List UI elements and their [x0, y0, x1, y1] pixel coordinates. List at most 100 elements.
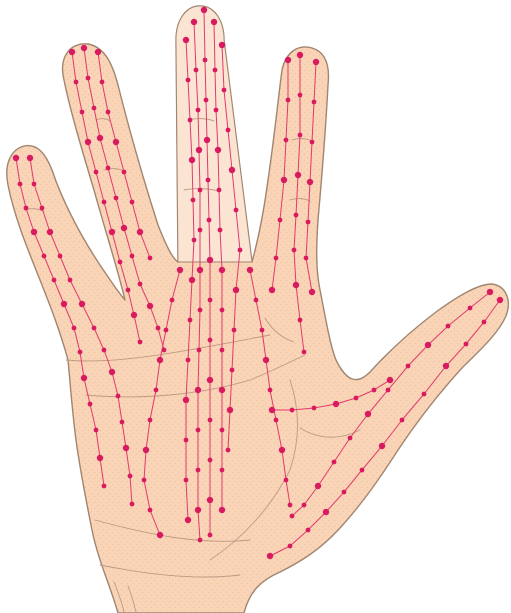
- acupoint-pinky-center-7: [61, 301, 67, 307]
- acupoint-middle-col-4-11: [220, 428, 225, 433]
- acupoint-middle-col-4-8: [220, 308, 225, 313]
- acupoint-index-center-9: [138, 282, 143, 287]
- acupoint-middle-col-1-6: [192, 238, 197, 243]
- acupoint-middle-col-3-4: [204, 137, 210, 143]
- acupoint-pinky-edge-1: [27, 155, 33, 161]
- acupoint-thumb-center-11: [302, 503, 307, 508]
- acupoint-ring-ulnar-2: [312, 100, 317, 105]
- acupoint-thumb-center-8: [348, 436, 353, 441]
- acupoint-thumb-edge-7: [379, 443, 385, 449]
- acupoint-middle-col-4-9: [220, 348, 225, 353]
- acupoint-thumb-outer-1: [269, 407, 275, 413]
- acupoint-pinky-edge-13: [123, 445, 129, 451]
- acupoint-middle-col-2-6: [198, 228, 203, 233]
- acupoint-middle-col-3-6: [207, 218, 212, 223]
- acupoint-middle-col-2-10: [195, 387, 201, 393]
- acupoint-index-radial-3: [80, 110, 85, 115]
- acupoint-thumb-center-12: [290, 514, 295, 519]
- acupoint-pinky-edge-15: [130, 502, 135, 507]
- acupoint-palm-midline-left-10: [157, 532, 163, 538]
- acupoint-thumb-center-9: [332, 460, 337, 465]
- acupoint-middle-col-2-12: [196, 468, 201, 473]
- acupoint-index-center-10: [147, 303, 153, 309]
- acupoint-middle-col-3-13: [207, 497, 213, 503]
- acupoint-palm-midline-left-2: [170, 298, 175, 303]
- acupoint-index-radial-6: [102, 200, 107, 205]
- acupoint-middle-col-3-2: [203, 58, 208, 63]
- acupoint-ring-center-2: [298, 93, 303, 98]
- acupoint-middle-col-1-11: [184, 438, 189, 443]
- acupoint-pinky-center-5: [42, 254, 47, 259]
- acupoint-thumb-edge-1: [497, 297, 503, 303]
- acupoint-middle-col-2-2: [194, 68, 199, 73]
- acupoint-middle-col-2-3: [196, 108, 201, 113]
- acupoint-middle-col-4-3: [214, 108, 219, 113]
- acupoint-middle-col-5-3: [226, 128, 231, 133]
- acupoint-middle-col-5-10: [227, 407, 233, 413]
- acupoint-index-center-6: [114, 196, 119, 201]
- acupoint-middle-col-2-9: [197, 348, 202, 353]
- acupoint-ring-ulnar-5: [306, 220, 311, 225]
- acupoint-palm-midline-left-1: [177, 267, 183, 273]
- acupoint-ring-center-8: [298, 318, 303, 323]
- acupoint-ring-ulnar-4: [307, 179, 313, 185]
- acupoint-pinky-center-3: [24, 206, 29, 211]
- acupoint-index-ulnar-3: [106, 110, 111, 115]
- acupoint-pinky-center-13: [97, 455, 103, 461]
- acupoint-middle-col-3-11: [208, 418, 213, 423]
- acupoint-palm-midline-right-3: [260, 328, 265, 333]
- acupoint-middle-col-4-10: [219, 387, 225, 393]
- acupoint-middle-col-4-2: [213, 68, 218, 73]
- acupoint-pinky-edge-2: [32, 182, 37, 187]
- acupoint-thumb-edge-4: [443, 363, 449, 369]
- acupoint-middle-col-5-1: [219, 42, 225, 48]
- acupoint-thumb-edge-6: [400, 418, 405, 423]
- acupoint-pinky-edge-11: [116, 394, 121, 399]
- acupoint-pinky-center-14: [102, 484, 107, 489]
- acupoint-thumb-center-2: [468, 306, 473, 311]
- acupoint-middle-col-4-7: [219, 267, 225, 273]
- acupoint-thumb-edge-13: [267, 553, 273, 559]
- acupoint-ring-ulnar-3: [310, 140, 315, 145]
- acupoint-thumb-center-1: [487, 289, 493, 295]
- acupoint-ring-center-3: [298, 133, 303, 138]
- acupoint-middle-col-5-7: [233, 287, 239, 293]
- acupoint-middle-col-1-13: [185, 517, 191, 523]
- acupoint-ring-radial-5: [278, 218, 283, 223]
- acupoint-palm-midline-right-6: [274, 418, 279, 423]
- acupoint-index-radial-11: [138, 340, 143, 345]
- acupoint-thumb-center-5: [406, 364, 411, 369]
- acupoint-pinky-edge-6: [68, 278, 73, 283]
- acupoint-pinky-edge-8: [92, 326, 97, 331]
- acupoint-middle-col-1-7: [189, 277, 195, 283]
- acupoint-middle-col-1-9: [186, 358, 191, 363]
- acupoint-middle-col-4-4: [215, 147, 221, 153]
- acupoint-middle-col-5-8: [232, 328, 237, 333]
- acupoint-thumb-edge-11: [306, 528, 311, 533]
- acupoint-pinky-center-4: [31, 229, 37, 235]
- acupoint-ring-radial-3: [284, 138, 289, 143]
- acupoint-middle-col-5-6: [238, 248, 243, 253]
- acupoint-middle-col-4-6: [218, 228, 223, 233]
- acupoint-index-ulnar-6: [130, 200, 135, 205]
- acupoint-middle-col-1-10: [183, 397, 189, 403]
- acupoint-index-radial-2: [74, 80, 79, 85]
- acupoint-pinky-center-8: [72, 326, 77, 331]
- acupoint-palm-midline-left-4: [157, 357, 163, 363]
- acupoint-thumb-outer-3: [312, 406, 317, 411]
- acupoint-middle-col-3-9: [208, 338, 213, 343]
- acupoint-index-center-4: [97, 135, 103, 141]
- acupoint-pinky-edge-12: [120, 420, 125, 425]
- acupoint-thumb-center-7: [365, 411, 371, 417]
- acupoint-index-radial-9: [126, 288, 131, 293]
- acupoint-thumb-edge-5: [422, 392, 427, 397]
- acupoint-pinky-edge-9: [102, 348, 107, 353]
- acupoint-index-center-12: [162, 348, 167, 353]
- acupoint-index-ulnar-8: [148, 256, 153, 261]
- acupoint-middle-col-4-1: [211, 19, 217, 25]
- acupoint-thumb-center-6: [386, 388, 391, 393]
- acupoint-index-center-2: [86, 76, 91, 81]
- acupoint-middle-col-3-14: [208, 533, 213, 538]
- acupoint-pinky-edge-14: [128, 474, 133, 479]
- acupoint-pinky-edge-5: [58, 254, 63, 259]
